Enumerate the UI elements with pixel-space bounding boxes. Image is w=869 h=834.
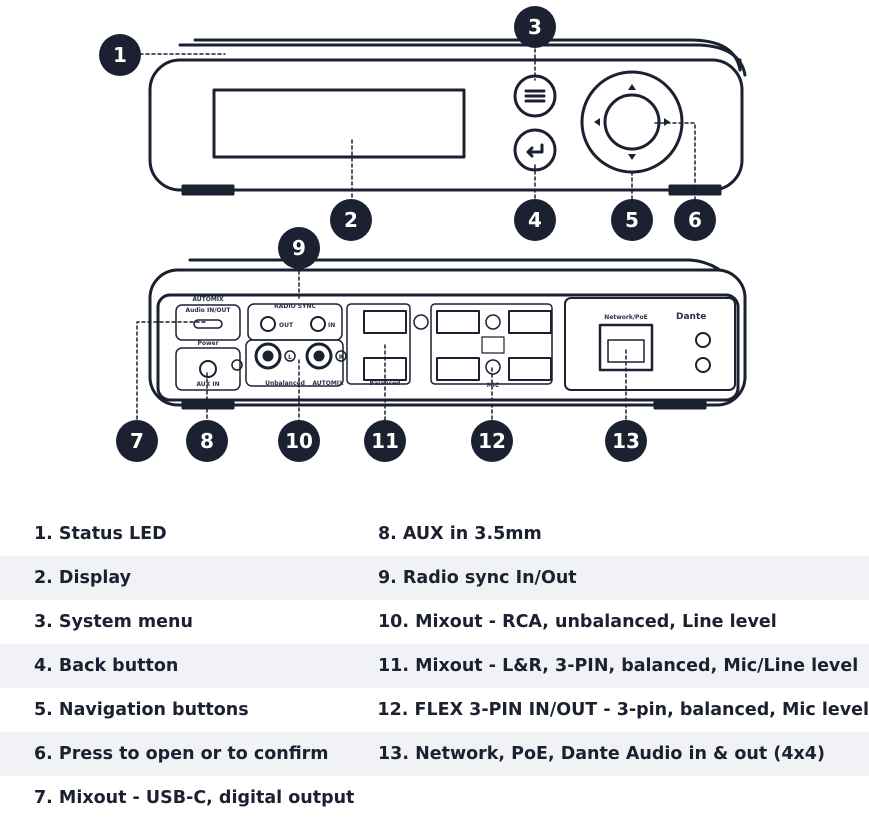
front-device xyxy=(148,38,747,196)
legend-item: 9. Radio sync In/Out xyxy=(378,568,577,588)
badge-8: 8 xyxy=(200,429,214,453)
badge-1: 1 xyxy=(113,43,127,67)
legend-item: 6. Press to open or to confirm xyxy=(34,744,329,764)
automix-title: AUTOMIX xyxy=(192,296,224,303)
mic-label: MIC xyxy=(487,382,500,389)
legend-item: 11. Mixout - L&R, 3-PIN, balanced, Mic/L… xyxy=(378,656,859,676)
legend-item: 12. FLEX 3-PIN IN/OUT - 3-pin, balanced,… xyxy=(377,700,869,720)
legend-item: 7. Mixout - USB-C, digital output xyxy=(34,788,355,808)
badge-9-circle xyxy=(278,227,320,269)
legend-item: 4. Back button xyxy=(34,656,179,676)
badge-6-circle xyxy=(674,199,716,241)
badge-13-circle xyxy=(605,420,647,462)
badge-11: 11 xyxy=(371,429,399,453)
badge-2: 2 xyxy=(344,208,358,232)
badge-5-circle xyxy=(611,199,653,241)
legend-row: 2. Display 9. Radio sync In/Out xyxy=(0,556,869,600)
badge-8-circle xyxy=(186,420,228,462)
unbalanced-label: Unbalanced xyxy=(265,380,305,387)
badge-12-circle xyxy=(471,420,513,462)
legend-item: 1. Status LED xyxy=(34,524,167,544)
legend-row: 6. Press to open or to confirm 13. Netwo… xyxy=(0,732,869,776)
badge-1-circle xyxy=(99,34,141,76)
badge-7-circle xyxy=(116,420,158,462)
badge-2-circle xyxy=(330,199,372,241)
in-label: IN xyxy=(328,322,335,329)
aux-in-label: AUX IN xyxy=(196,381,219,388)
legend-item: 10. Mixout - RCA, unbalanced, Line level xyxy=(378,612,777,632)
rca-left-label: L xyxy=(288,354,292,361)
badge-13: 13 xyxy=(612,429,640,453)
automix-output-label: AUTOMIX xyxy=(312,380,344,387)
rca-right-label: R xyxy=(339,354,344,361)
badge-7: 7 xyxy=(130,429,144,453)
legend-row: 5. Navigation buttons 12. FLEX 3-PIN IN/… xyxy=(0,688,869,732)
badge-5: 5 xyxy=(625,208,639,232)
badge-11-circle xyxy=(364,420,406,462)
network-poe-label: Network/PoE xyxy=(604,314,647,321)
badge-4: 4 xyxy=(528,208,542,232)
legend-row: 7. Mixout - USB-C, digital output xyxy=(0,776,869,820)
badge-4-circle xyxy=(514,199,556,241)
out-label: OUT xyxy=(279,322,294,329)
product-diagram: AUTOMIX Audio IN/OUT Power AUX IN RADIO … xyxy=(99,6,747,462)
badge-3-circle xyxy=(514,6,556,48)
legend-item: 3. System menu xyxy=(34,612,193,632)
badge-3: 3 xyxy=(528,15,542,39)
badge-10-circle xyxy=(278,420,320,462)
badge-6: 6 xyxy=(688,208,702,232)
dante-logo-text: Dante xyxy=(676,312,706,322)
legend-item: 5. Navigation buttons xyxy=(34,700,249,720)
badge-12: 12 xyxy=(478,429,506,453)
rear-device xyxy=(148,258,747,410)
balanced-label: Balanced xyxy=(370,380,401,387)
legend-item: 2. Display xyxy=(34,568,132,588)
legend-item: 13. Network, PoE, Dante Audio in & out (… xyxy=(378,744,825,764)
badge-9: 9 xyxy=(292,236,306,260)
power-label: Power xyxy=(197,340,218,347)
automix-subtitle: Audio IN/OUT xyxy=(186,307,232,314)
legend-row: 1. Status LED 8. AUX in 3.5mm xyxy=(0,512,869,556)
legend-row: 3. System menu 10. Mixout - RCA, unbalan… xyxy=(0,600,869,644)
callout-badges: 1 2 3 4 5 6 7 8 9 10 11 12 13 xyxy=(99,6,716,462)
legend-item: 8. AUX in 3.5mm xyxy=(378,524,542,544)
radio-sync-label: RADIO SYNC xyxy=(274,303,316,310)
legend-row: 4. Back button 11. Mixout - L&R, 3-PIN, … xyxy=(0,644,869,688)
badge-10: 10 xyxy=(285,429,313,453)
legend-table: 1. Status LED 8. AUX in 3.5mm 2. Display… xyxy=(0,512,869,820)
